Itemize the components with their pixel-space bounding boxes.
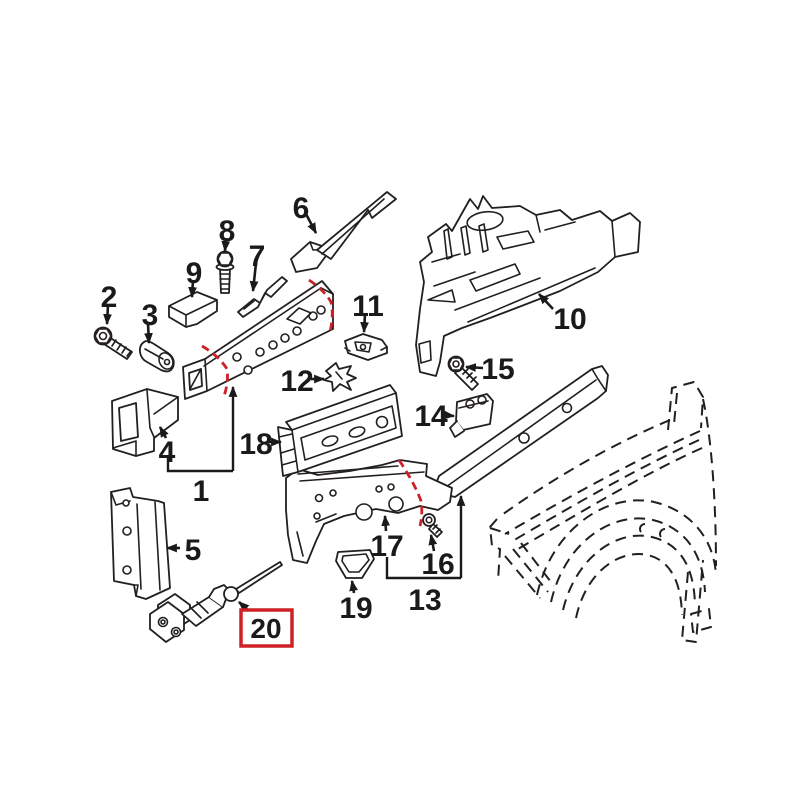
part-drawing-12	[323, 362, 357, 392]
part-label-5: 5	[185, 534, 202, 567]
part-label-10: 10	[553, 303, 586, 336]
callout-arrow-15	[464, 363, 484, 372]
callout-arrow-14	[443, 410, 456, 420]
part-drawing-6	[290, 191, 397, 273]
part-drawing-14	[449, 393, 494, 438]
part-drawing-11	[344, 333, 388, 361]
callout-bracket-1	[166, 456, 233, 473]
part-labels: 1 2 3 4 5 6 7 8 9 10 11 12 13 14 15 16 1…	[101, 192, 587, 644]
callout-arrow-10	[538, 293, 554, 310]
part-label-4: 4	[159, 436, 176, 469]
callout-arrow-11	[360, 313, 369, 334]
part-drawing-10	[415, 195, 641, 377]
callout-arrow-7	[249, 262, 259, 293]
part-drawing-19	[335, 549, 375, 579]
part-label-20-highlighted: 20	[250, 613, 281, 644]
part-drawing-15	[447, 355, 479, 391]
part-label-18: 18	[239, 428, 272, 461]
part-label-6: 6	[293, 192, 310, 225]
part-drawing-8	[215, 250, 235, 294]
callout-arrows	[103, 213, 554, 613]
part-label-12: 12	[280, 365, 313, 398]
part-label-16: 16	[421, 548, 454, 581]
part-drawing-13	[435, 365, 609, 498]
part-drawing-16	[422, 513, 443, 538]
part-label-11: 11	[352, 290, 384, 323]
callout-arrow-19	[349, 579, 358, 594]
callout-arrow-3	[144, 323, 153, 345]
part-drawing-20	[149, 561, 283, 643]
part-label-17: 17	[370, 530, 403, 563]
callout-arrow-17	[381, 514, 391, 532]
part-drawing-18	[277, 384, 403, 477]
part-label-15: 15	[481, 353, 514, 386]
part-drawing-4	[111, 388, 179, 457]
part-drawing-9	[168, 291, 218, 328]
part-drawing-2	[93, 326, 133, 360]
callout-arrow-9	[188, 279, 197, 299]
part-label-2: 2	[101, 281, 118, 314]
callout-arrow-16	[428, 533, 438, 552]
callout-arrow-8	[221, 237, 231, 253]
highlight-box	[239, 608, 294, 648]
part-label-9: 9	[186, 257, 203, 290]
callout-arrow-6	[304, 213, 318, 234]
red-dash-markers	[201, 278, 424, 527]
part-label-14: 14	[414, 400, 448, 433]
fender-reference-outline	[489, 381, 717, 643]
part-label-1: 1	[193, 475, 210, 508]
part-label-8: 8	[219, 215, 236, 248]
callout-arrow-4	[158, 426, 169, 439]
part-label-13: 13	[408, 584, 441, 617]
part-label-19: 19	[339, 592, 372, 625]
part-drawing-5	[110, 487, 171, 600]
part-label-3: 3	[142, 299, 159, 332]
callout-bracket-13	[385, 557, 461, 580]
part-drawing-7	[237, 276, 288, 318]
part-label-7: 7	[249, 240, 266, 273]
callout-arrow-2	[103, 304, 112, 326]
part-drawing-3	[138, 340, 175, 373]
part-drawing-17	[285, 459, 453, 564]
